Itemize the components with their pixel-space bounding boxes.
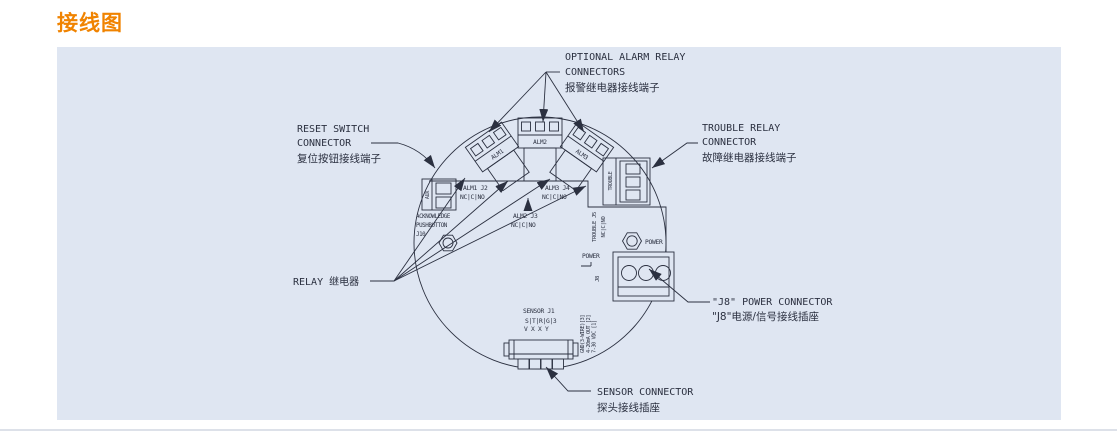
j8-pin3-label: GND(3-WIRE)[3] bbox=[580, 315, 586, 353]
j8-bracket bbox=[581, 262, 592, 267]
callout-relay: RELAY 继电器 bbox=[293, 177, 587, 288]
bottom-divider bbox=[0, 429, 1117, 431]
alm3-j4-label: ALM3 J4 bbox=[545, 185, 570, 192]
j8-callout-zh: "J8"电源/信号接线插座 bbox=[712, 310, 819, 323]
callout-trouble-relay: TROUBLE RELAY CONNECTOR 故障继电器接线端子 bbox=[651, 123, 797, 169]
wiring-diagram-svg: ALM1 ALM2 ALM3 bbox=[293, 52, 833, 414]
ack-line3: J10 bbox=[416, 232, 426, 238]
j8-ref: J8 bbox=[595, 276, 601, 282]
alm2-connector: ALM2 bbox=[517, 117, 563, 182]
trouble-callout-zh: 故障继电器接线端子 bbox=[702, 151, 797, 164]
trouble-j5-label: TROUBLE J5 bbox=[592, 212, 598, 242]
alm2-contacts: NC|C|NO bbox=[511, 222, 536, 229]
trouble-connector: TROUBLE bbox=[602, 157, 651, 206]
leader-alm1 bbox=[488, 71, 547, 133]
sensor-pins2-label: V X X Y bbox=[524, 326, 549, 333]
leader-relay-2 bbox=[393, 180, 509, 282]
j8-power-connector bbox=[612, 251, 675, 302]
sensor-connector bbox=[503, 339, 579, 370]
alm3-connector: ALM3 bbox=[549, 121, 615, 192]
trouble-label: TROUBLE bbox=[608, 171, 614, 190]
leader-alm2 bbox=[539, 71, 549, 123]
diagram-panel: ALM1 ALM2 ALM3 bbox=[57, 47, 1061, 420]
alm1-j2-label: ALM1 J2 bbox=[463, 185, 488, 192]
j8-pin1-label: 7-30 VDC [1] bbox=[592, 320, 598, 353]
trouble-contacts: NC|C|NO bbox=[601, 216, 607, 237]
leader-trouble bbox=[651, 142, 698, 169]
trouble-callout-en1: TROUBLE RELAY bbox=[702, 123, 780, 134]
callout-alarm-relay: OPTIONAL ALARM RELAY CONNECTORS 报警继电器接线端… bbox=[488, 52, 685, 133]
power-nut-icon bbox=[621, 232, 643, 250]
alarm-callout-en1: OPTIONAL ALARM RELAY bbox=[565, 52, 685, 63]
sensor-pins-label: S|T|R|G|3 bbox=[525, 318, 557, 325]
leader-j8 bbox=[648, 268, 710, 303]
alm2-j3-label: ALM2 J3 bbox=[513, 213, 538, 220]
sensor-callout-zh: 探头接线插座 bbox=[597, 401, 660, 414]
leader-alm3 bbox=[545, 71, 585, 133]
j8-pin2-label: 4-20mA OUT [2] bbox=[586, 315, 592, 353]
leader-relay-1 bbox=[393, 177, 466, 282]
alarm-callout-en2: CONNECTORS bbox=[565, 67, 625, 78]
power-nut-label: POWER bbox=[645, 239, 663, 246]
alm1-connector: ALM1 bbox=[464, 121, 530, 192]
reset-callout-zh: 复位按钮接线端子 bbox=[297, 152, 381, 165]
leader-relay-3 bbox=[393, 178, 551, 282]
alm3-contacts: NC|C|NO bbox=[542, 194, 567, 201]
alm1-contacts: NC|C|NO bbox=[460, 194, 485, 201]
power-title: POWER bbox=[582, 253, 600, 260]
ack-line1: ACKNOWLEDGE bbox=[416, 214, 451, 220]
aux-connector: AUX bbox=[421, 178, 457, 211]
sensor-callout-en: SENSOR CONNECTOR bbox=[597, 387, 694, 398]
aux-label: AUX bbox=[425, 191, 431, 199]
trouble-callout-en2: CONNECTOR bbox=[702, 137, 757, 148]
callout-sensor: SENSOR CONNECTOR 探头接线插座 bbox=[545, 366, 694, 414]
callout-j8-power: "J8" POWER CONNECTOR "J8"电源/信号接线插座 bbox=[648, 268, 833, 323]
standoff-nut-icon bbox=[438, 234, 458, 252]
relay-callout-label: RELAY 继电器 bbox=[293, 275, 359, 288]
reset-callout-en1: RESET SWITCH bbox=[297, 124, 369, 135]
sensor-j1-label: SENSOR J1 bbox=[523, 308, 555, 315]
alm2-label: ALM2 bbox=[533, 139, 547, 146]
callout-reset-switch: RESET SWITCH CONNECTOR 复位按钮接线端子 bbox=[297, 124, 436, 169]
leader-sensor bbox=[545, 366, 591, 392]
j8-callout-en: "J8" POWER CONNECTOR bbox=[712, 297, 833, 308]
alarm-callout-zh: 报警继电器接线端子 bbox=[565, 81, 660, 94]
leader-relay-4 bbox=[393, 185, 587, 282]
page-title: 接线图 bbox=[57, 12, 123, 35]
reset-callout-en2: CONNECTOR bbox=[297, 138, 352, 149]
leader-reset bbox=[371, 142, 436, 169]
